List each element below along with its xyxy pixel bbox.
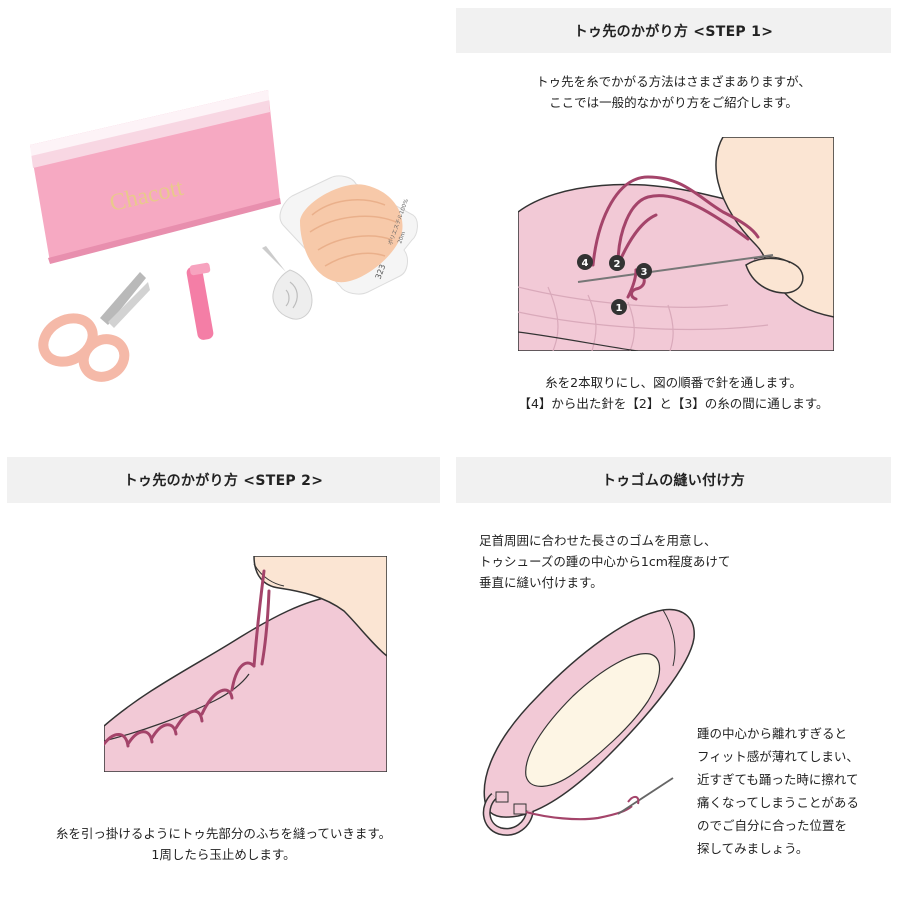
step2-title: トゥ先のかがり方 <STEP 2> [123, 473, 324, 489]
marker-3: 3 [636, 263, 652, 279]
marker-2: 2 [609, 255, 625, 271]
elastic-intro: 足首周囲に合わせた長さのゴムを用意し、 トゥシューズの踵の中心から1cm程度あけ… [479, 533, 731, 590]
whip-stitches [104, 569, 271, 748]
step1-intro: トゥ先を糸でかがる方法はさまざまありますが、 ここでは一般的なかがり方をご紹介し… [536, 74, 811, 110]
thread-card [279, 175, 418, 295]
thread-card-text-2: 20m [397, 231, 407, 245]
elastic-title: トゥゴムの縫い付け方 [602, 473, 745, 489]
elastic-note: 踵の中心から離れすぎると フィット感が薄れてしまい、 近すぎても踊った時に擦れて… [697, 726, 859, 856]
step1-caption: 糸を2本取りにし、図の順番で針を通します。 【4】から出た針を【2】と【3】の糸… [518, 375, 829, 411]
needle [577, 254, 774, 283]
elastic-header: トゥゴムの縫い付け方 [456, 457, 891, 503]
elastic-band [482, 791, 534, 836]
sewing-kit-photo: Chacott ポリエステル100% 20m 323 [30, 90, 418, 382]
pink-pouch [30, 90, 281, 264]
marker-1: 1 [611, 299, 627, 315]
needle [617, 777, 674, 815]
step1-illustration: 1 2 3 4 [518, 137, 834, 351]
pointe-shoe [483, 608, 695, 818]
step2-illustration [104, 556, 387, 772]
step1-header: トゥ先のかがり方 <STEP 1> [456, 8, 891, 53]
needle-threader [262, 246, 313, 320]
step2-caption: 糸を引っ掛けるようにトゥ先部分のふちを縫っていきます。 1周したら玉止めします。 [55, 826, 392, 862]
hand [715, 137, 834, 318]
step1-title: トゥ先のかがり方 <STEP 1> [573, 23, 774, 40]
svg-text:4: 4 [582, 258, 589, 269]
svg-text:3: 3 [641, 267, 648, 278]
elastic-illustration [482, 608, 695, 836]
pointe-shoe-edge [104, 595, 387, 772]
svg-text:1: 1 [616, 303, 623, 314]
svg-text:2: 2 [614, 259, 621, 270]
marker-4: 4 [577, 254, 593, 270]
step2-header: トゥ先のかがり方 <STEP 2> [7, 457, 440, 503]
scissors [38, 272, 150, 382]
needle-case [186, 262, 214, 340]
